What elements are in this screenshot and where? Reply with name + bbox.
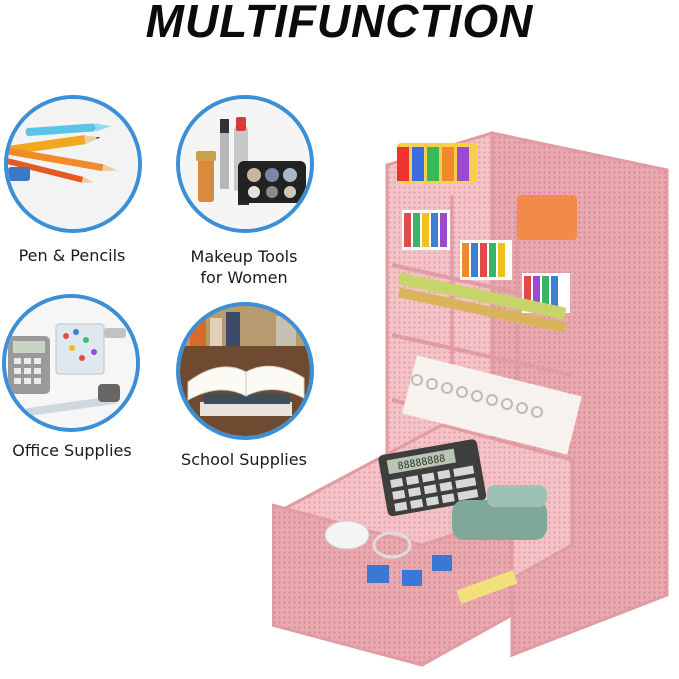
pens-pencils-label: Pen & Pencils <box>18 246 126 265</box>
school-supplies-photo-icon <box>176 302 314 440</box>
makeup-tools-label-line-2: for Women <box>200 268 288 287</box>
school-supplies-label: School Supplies <box>181 450 307 469</box>
makeup-tools-photo-icon <box>176 95 314 233</box>
pink-mesh-desk-organizer-photo-icon: 88888888 <box>270 125 676 675</box>
office-supplies-photo-icon <box>2 294 140 432</box>
office-supplies-label: Office Supplies <box>12 441 132 460</box>
makeup-tools-label-line-1: Makeup Tools <box>190 247 298 266</box>
makeup-tools-label: Makeup Tools for Women <box>172 246 316 288</box>
pens-pencils-photo-icon <box>4 95 142 233</box>
headline: MULTIFUNCTION <box>145 0 534 47</box>
